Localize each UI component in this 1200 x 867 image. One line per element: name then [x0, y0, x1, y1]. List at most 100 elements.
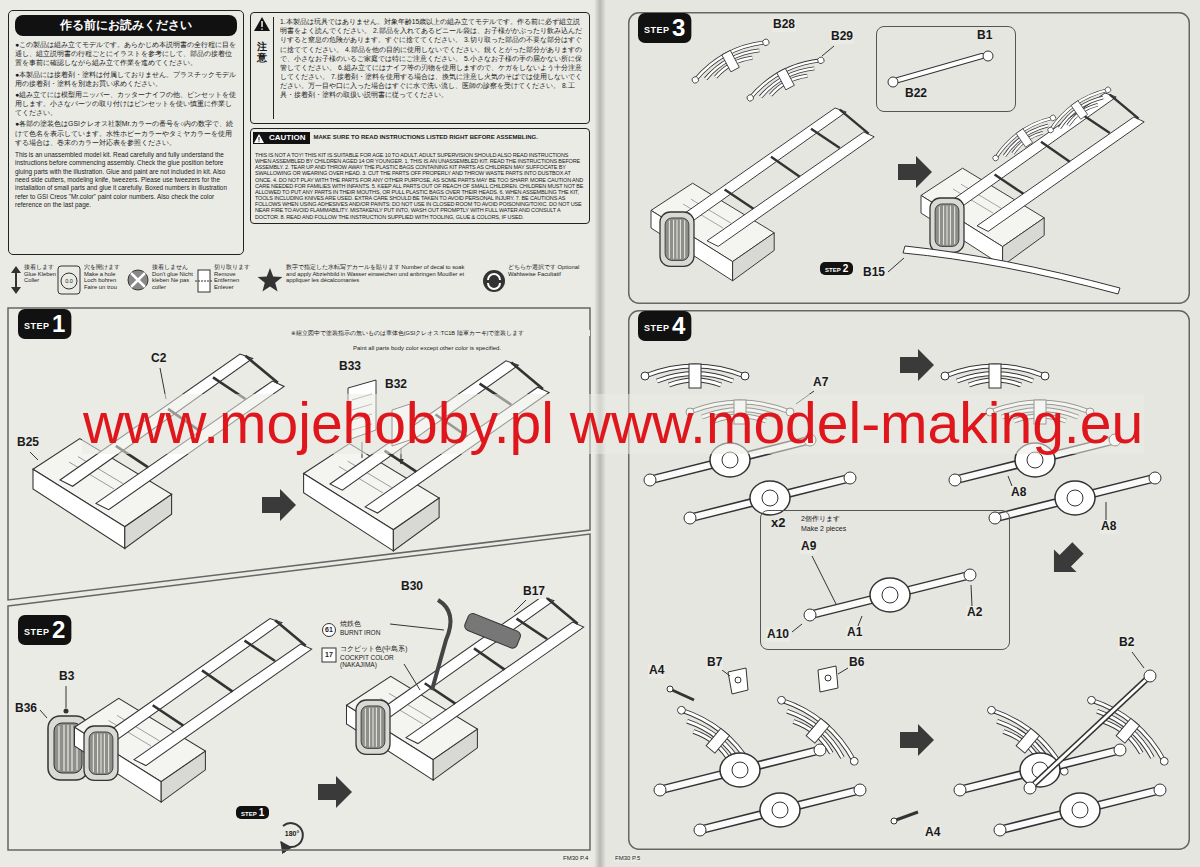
step3-drawing — [822, 46, 834, 56]
quantity-note: Make 2 pieces — [801, 525, 846, 533]
step-panel: STEP1 — [8, 308, 590, 600]
warning-icon — [259, 137, 260, 142]
notice-text: ●本製品には接着剤・塗料は付属しておりません。プラスチックモデル用の接着剤・塗料… — [15, 70, 237, 88]
step4-drawing — [1030, 676, 1150, 788]
legend-icon — [488, 274, 500, 289]
step-number: 3 — [672, 16, 685, 40]
step2-drawing — [322, 648, 336, 662]
step-reference-badge: STEP1 — [236, 806, 269, 819]
step4-drawing — [994, 784, 1166, 836]
step4-drawing — [818, 666, 838, 692]
step2-drawing — [84, 726, 118, 780]
color-code: 17 — [325, 651, 333, 659]
step4-drawing — [1144, 670, 1156, 682]
step4-drawing — [1008, 476, 1106, 520]
part-number: C2 — [150, 352, 167, 366]
step-badge — [638, 13, 691, 43]
step3-drawing — [743, 50, 828, 108]
step2-drawing — [432, 600, 451, 690]
part-number: B15 — [862, 266, 886, 280]
step3-drawing — [903, 246, 1120, 294]
step4-drawing — [1043, 537, 1090, 584]
part-number: B1 — [977, 29, 992, 43]
step2-drawing — [318, 776, 352, 808]
step-number: 1 — [52, 312, 65, 336]
step2-drawing — [66, 686, 67, 708]
panel-outline — [8, 534, 590, 850]
step2-drawing — [64, 709, 69, 714]
paint-note: ※組立図中で塗装指示の無いものは車体色(GSIクレオス:TC1B 陸軍カーキ)で… — [290, 330, 590, 336]
panel-outline — [628, 12, 1190, 304]
step2-drawing — [390, 600, 526, 690]
warning-icon — [253, 17, 310, 144]
legend-icon — [131, 273, 145, 287]
caution-subheading: MAKE SURE TO READ INSTRUCTIONS LISTED RI… — [313, 132, 537, 141]
step4-drawing — [667, 686, 673, 692]
step3-drawing — [930, 198, 964, 252]
step3-drawing — [983, 51, 993, 61]
part-number: B22 — [905, 87, 927, 101]
part-number: A1 — [846, 626, 863, 640]
caution-box: 注意1.本製品は玩具ではありません。対象年齢15歳以上の組み立てモデルです。作る… — [250, 12, 590, 124]
step-badge — [638, 311, 691, 341]
step-reference-badge: STEP2 — [820, 262, 853, 275]
step4-drawing — [722, 668, 848, 676]
step4-drawing — [684, 472, 856, 524]
rotate-label: 180° — [285, 830, 299, 838]
legend-text: 数字で指定した水転写デカールを貼ります Number of decal to s… — [286, 264, 466, 284]
warning-icon — [261, 21, 262, 30]
step2-drawing — [40, 710, 47, 718]
step-panel: STEP2STEP1 — [8, 534, 590, 850]
step4-drawing — [1030, 676, 1150, 788]
page-footer: FM30 P.4 — [562, 855, 589, 862]
step2-drawing — [347, 597, 584, 781]
notice-text: ●この製品は組み立てモデルです。あらかじめ本説明書の全行程に目を通し、組立説明書… — [15, 40, 237, 68]
step4-drawing — [672, 690, 694, 700]
caution-text: 1.本製品は玩具ではありません。対象年齢15歳以上の組み立てモデルです。作る前に… — [273, 17, 585, 119]
step4-drawing — [825, 675, 831, 681]
part-number: A10 — [766, 628, 790, 642]
step-panel: STEP3B1B22STEP2 — [628, 12, 1190, 304]
part-number: A2 — [966, 606, 983, 620]
legend-icon — [483, 270, 505, 292]
legend-text: 穴を開けます Make a hole Loch bohren Faire un … — [84, 264, 126, 291]
notice-text: This is an unassembled model kit. Read c… — [15, 151, 237, 209]
caution-heading: CAUTION — [255, 132, 309, 143]
part-number: A4 — [648, 664, 665, 678]
part-number: B3 — [58, 670, 75, 684]
step3-drawing — [888, 258, 904, 272]
step-label: STEP — [24, 628, 50, 637]
icon-text: 0.0 — [64, 278, 74, 284]
legend-icon — [58, 266, 80, 294]
panel-outline — [8, 534, 590, 850]
legend-icon — [15, 273, 17, 287]
step4-drawing — [1132, 652, 1144, 668]
warning-icon — [254, 17, 270, 31]
warning-icon — [253, 132, 310, 144]
notice-box: 作る前にお読みください ●この製品は組み立てモデルです。あらかじめ本説明書の全行程… — [8, 10, 244, 255]
part-number: B17 — [522, 585, 546, 599]
detail-inset: B1B22 — [876, 26, 1016, 112]
step3-drawing — [660, 212, 694, 266]
step-label: STEP — [644, 26, 670, 35]
step4-drawing — [900, 724, 934, 756]
color-name: コクピット色(中島系) — [339, 645, 408, 652]
step1-drawing — [304, 361, 550, 551]
notice-title: 作る前にお読みください — [15, 15, 237, 36]
step4-drawing — [1024, 782, 1036, 794]
step4-drawing — [804, 569, 976, 621]
notice-text: ●組み立てには模型用ニッパー、カッターナイフの他、ピンセットを使用します。小さな… — [15, 90, 237, 118]
part-number: B25 — [16, 436, 40, 450]
step3-drawing — [989, 109, 1061, 166]
step3-drawing — [898, 56, 982, 80]
step3-drawing — [651, 32, 1144, 294]
quantity-note: 2個作ります — [801, 515, 840, 523]
step4-drawing — [900, 349, 934, 381]
step-number: 2 — [52, 618, 65, 642]
part-number: B28 — [772, 18, 796, 32]
legend-icon — [61, 273, 77, 289]
legend-text: 接着します Glue Kleben Coller — [24, 264, 56, 284]
legend-text: 接着しません Don't glue Nicht kleben Ne pas co… — [152, 264, 196, 291]
